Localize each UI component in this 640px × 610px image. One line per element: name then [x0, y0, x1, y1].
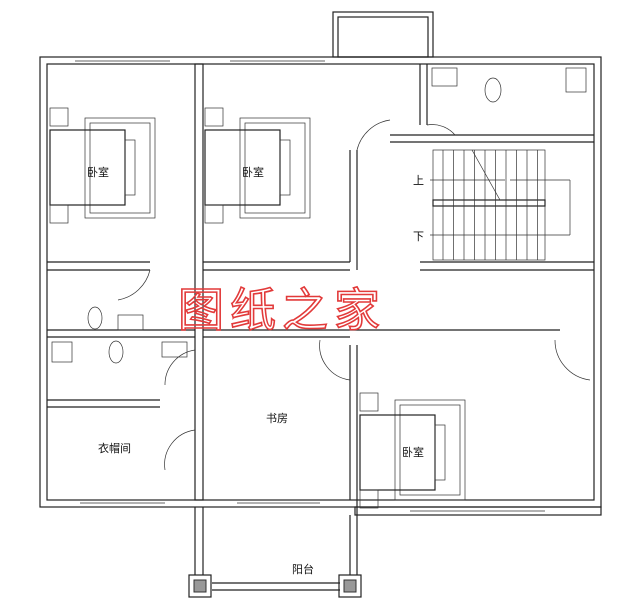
stairs-down-label: 下	[413, 230, 424, 243]
bedroom-2-label: 卧室	[242, 165, 264, 179]
outer-walls	[39, 11, 602, 512]
bed-2	[204, 107, 311, 224]
balcony-structure	[188, 507, 362, 598]
watermark: 图纸之家	[178, 283, 386, 337]
bedroom-1-label: 卧室	[87, 165, 109, 179]
bedroom-3-label: 卧室	[402, 445, 424, 459]
cloakroom-label: 衣帽间	[98, 441, 131, 455]
bed-3	[359, 392, 466, 509]
study-label: 书房	[266, 412, 288, 425]
interior-walls	[47, 63, 602, 516]
stairs-up-label: 上	[413, 174, 424, 187]
balcony-label: 阳台	[292, 562, 314, 576]
bed-1	[49, 107, 156, 224]
staircase	[430, 149, 571, 261]
bathroom-fixtures	[51, 67, 587, 364]
